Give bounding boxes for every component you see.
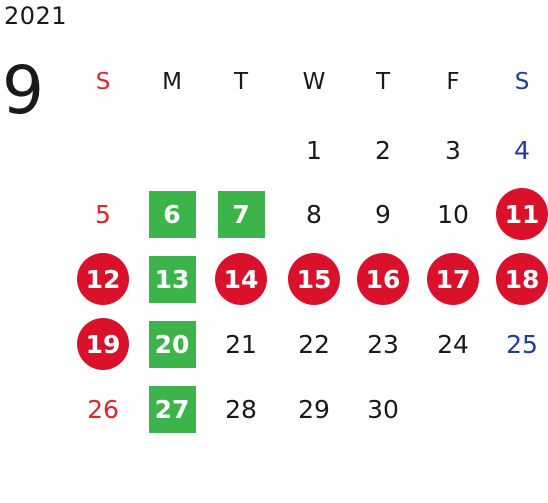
day-cell[interactable]: 1 [306,135,322,165]
day-cell[interactable]: 21 [225,329,257,359]
day-cell[interactable]: 4 [514,135,530,165]
day-cell[interactable]: 18 [496,253,548,305]
day-cell[interactable]: 10 [437,199,469,229]
day-cell[interactable]: 17 [427,253,479,305]
month-number: 9 [2,52,44,129]
day-cell[interactable]: 29 [298,394,330,424]
day-cell[interactable]: 2 [375,135,391,165]
day-cell[interactable]: 6 [148,190,196,238]
day-cell[interactable]: 22 [298,329,330,359]
weekday-header: T [233,69,249,95]
day-cell[interactable]: 11 [496,188,548,240]
weekday-header: W [302,69,326,95]
day-cell[interactable]: 20 [148,320,196,368]
day-cell[interactable]: 5 [95,199,111,229]
day-cell[interactable]: 15 [288,253,340,305]
day-cell[interactable]: 3 [445,135,461,165]
weekday-header: M [162,69,182,95]
day-cell[interactable]: 26 [87,394,119,424]
day-cell[interactable]: 9 [375,199,391,229]
weekday-header: T [375,69,391,95]
day-cell[interactable]: 23 [367,329,399,359]
day-cell[interactable]: 7 [217,190,265,238]
day-cell[interactable]: 30 [367,394,399,424]
year-label: 2021 [4,2,68,30]
day-cell[interactable]: 19 [77,318,129,370]
weekday-header: S [95,69,111,95]
day-cell[interactable]: 28 [225,394,257,424]
day-cell[interactable]: 14 [215,253,267,305]
day-cell[interactable]: 16 [357,253,409,305]
day-cell[interactable]: 8 [306,199,322,229]
weekday-header: F [446,69,460,95]
day-cell[interactable]: 24 [437,329,469,359]
weekday-header: S [514,69,530,95]
day-cell[interactable]: 13 [148,255,196,303]
day-cell[interactable]: 27 [148,385,196,433]
day-cell[interactable]: 12 [77,253,129,305]
day-cell[interactable]: 25 [506,329,538,359]
